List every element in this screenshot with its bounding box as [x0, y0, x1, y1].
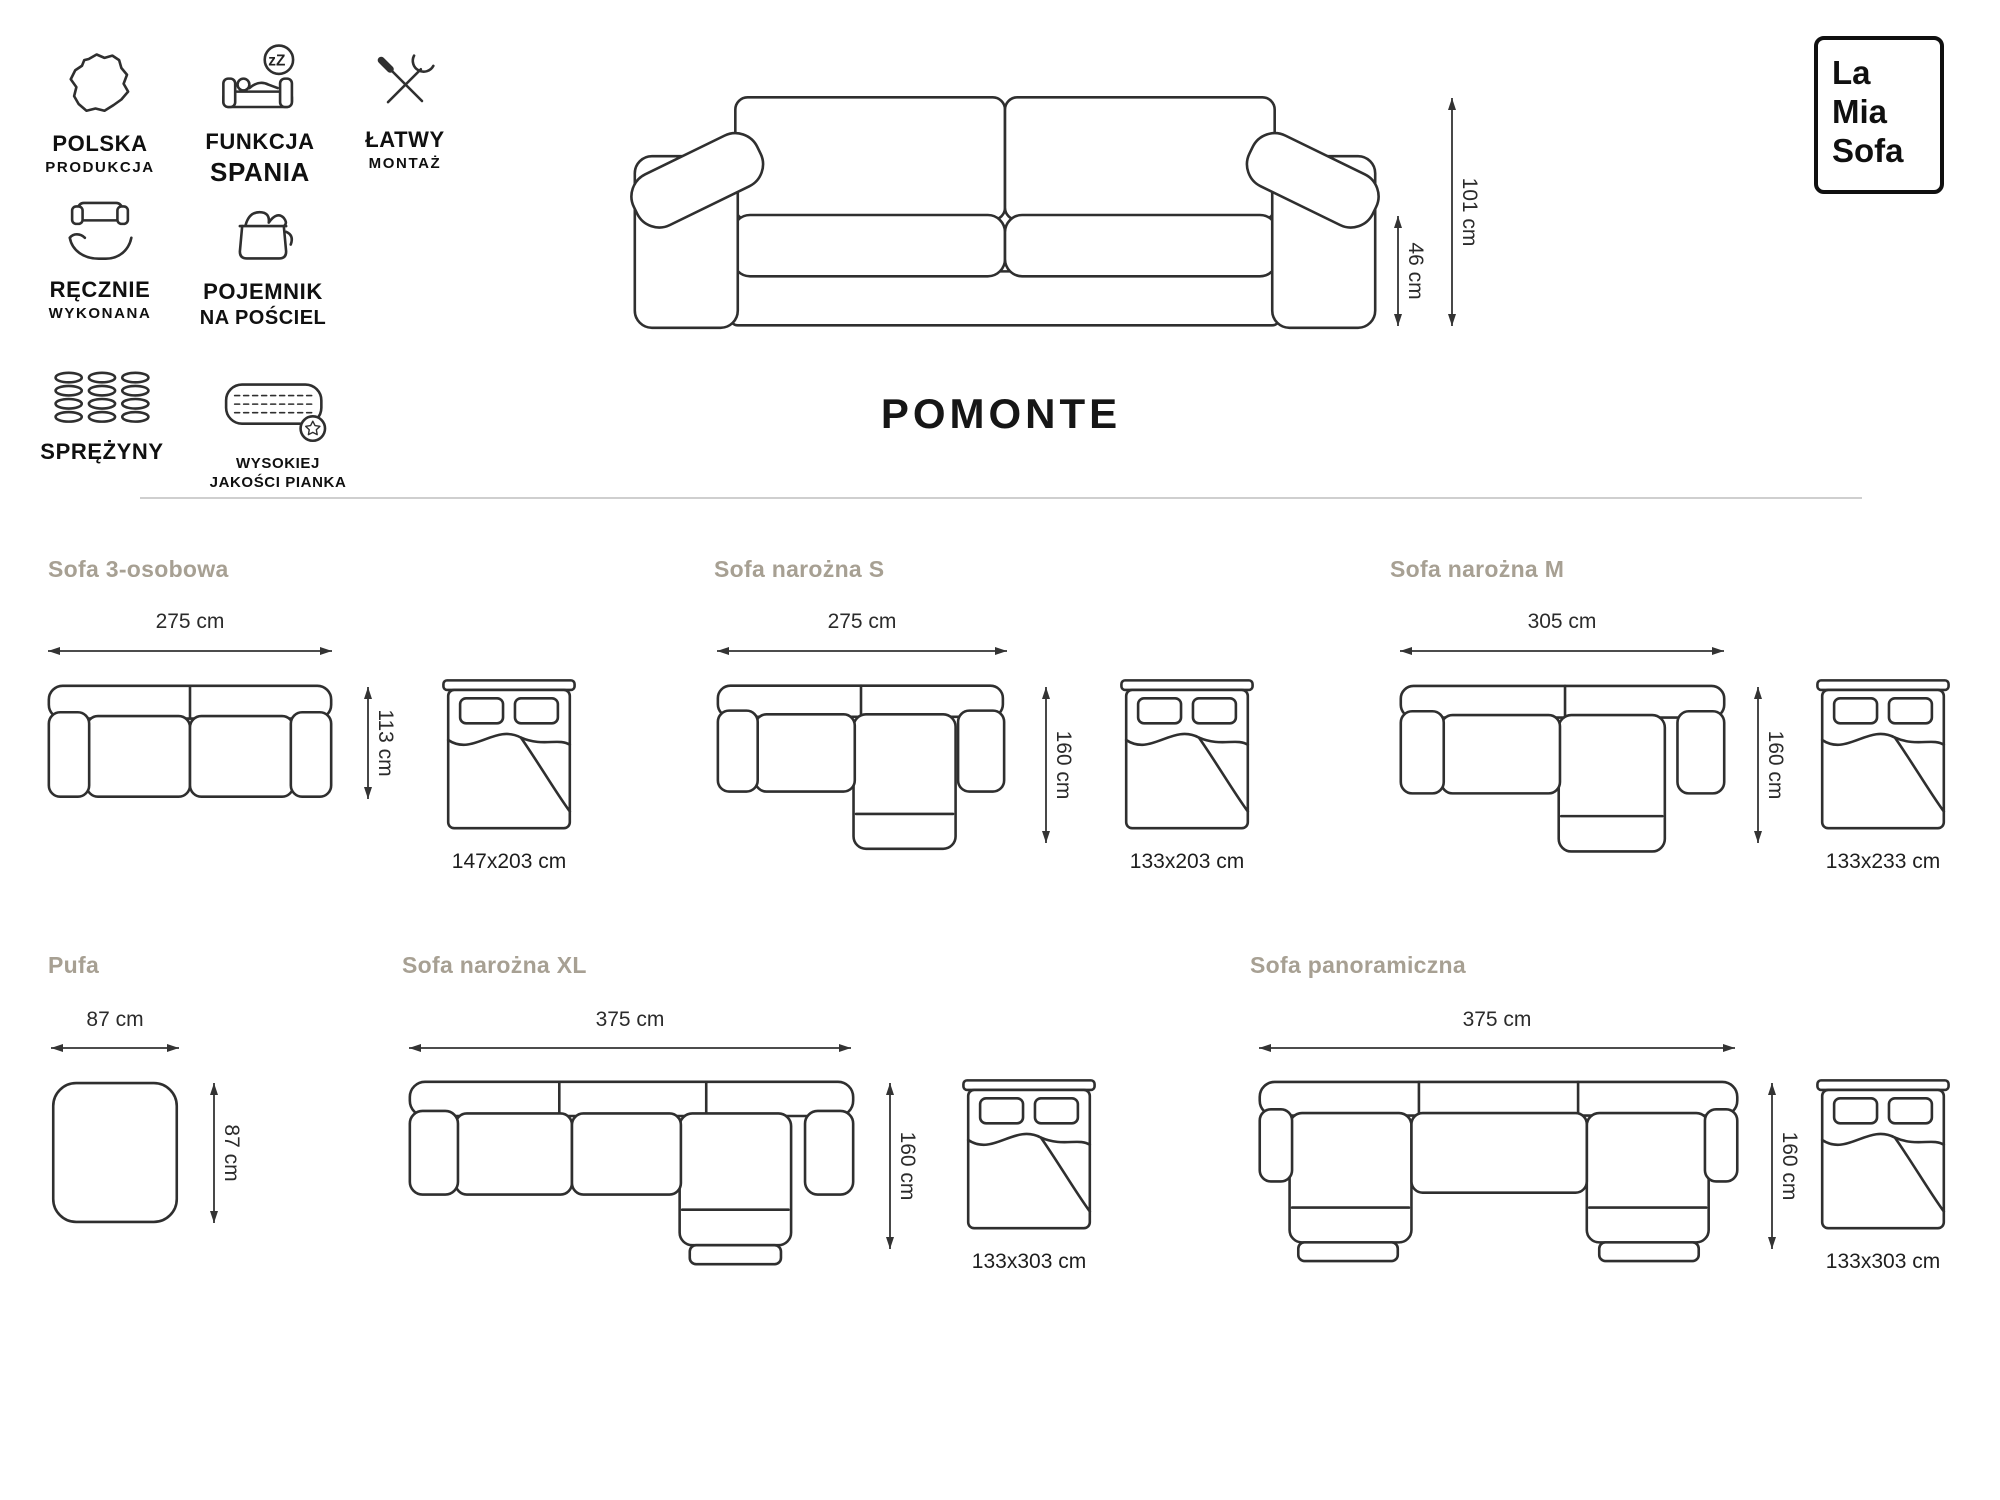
bed-icon: [1816, 678, 1950, 833]
depth-dimension-arrow: [1754, 687, 1762, 843]
width-dimension: 87 cm: [86, 1008, 144, 1031]
variant-title: Pufa: [48, 952, 100, 978]
width-dimension-arrow: [48, 647, 332, 655]
variant-title: Sofa narożna S: [714, 556, 885, 582]
depth-dimension: 160 cm: [1052, 730, 1075, 800]
bedding-storage-icon: [178, 196, 348, 270]
width-dimension-arrow: [409, 1044, 851, 1052]
feature-sublabel: PRODUKCJA: [45, 159, 155, 176]
feature-sublabel: NA POŚCIEL: [199, 307, 327, 329]
total-height-dimension: 101 cm: [1458, 177, 1481, 247]
product-title: POMONTE: [880, 390, 1122, 437]
feature-sublabel: WYKONANA: [48, 305, 152, 322]
depth-dimension-arrow: [1042, 687, 1050, 843]
bed-size-label: 147x203 cm: [451, 850, 567, 873]
feature-label: POLSKA: [52, 131, 148, 156]
depth-dimension-arrow: [364, 687, 372, 799]
sofa-panoramiczna-top-view: [1256, 1078, 1741, 1265]
feature-sublabel: MONTAŻ: [368, 155, 442, 172]
bed-icon: [1120, 678, 1254, 833]
pufa-top-view: [48, 1078, 182, 1227]
svg-text:zZ: zZ: [268, 53, 285, 70]
depth-dimension-arrow: [1768, 1083, 1776, 1249]
seat-height-dimension-arrow: [1394, 216, 1402, 326]
bed-size-label: 133x303 cm: [1825, 1250, 1941, 1273]
depth-dimension: 160 cm: [1778, 1131, 1801, 1201]
bed-icon: [962, 1078, 1096, 1233]
feature-pojemnik-na-posciel: POJEMNIK NA POŚCIEL: [178, 196, 348, 330]
brand-line-2: Mia: [1832, 92, 1888, 130]
sleep-function-icon: zZ: [178, 42, 342, 120]
variant-title: Sofa 3-osobowa: [48, 556, 229, 582]
foam-quality-icon: [180, 372, 376, 446]
sofa-narozna-m-top-view: [1397, 682, 1728, 858]
width-dimension: 375 cm: [595, 1008, 665, 1031]
bed-size-label: 133x233 cm: [1825, 850, 1941, 873]
brand-line-3: Sofa: [1832, 131, 1904, 169]
poland-map-icon: [18, 50, 182, 122]
section-divider: [140, 497, 1862, 499]
feature-sublabel: JAKOŚCI PIANKA: [209, 474, 347, 491]
sofa-narozna-xl-top-view: [406, 1078, 857, 1268]
feature-sprezyny: SPRĘŻYNY: [22, 368, 182, 467]
feature-recznie-wykonana: RĘCZNIE WYKONANA: [18, 196, 182, 322]
feature-funkcja-spania: zZ FUNKCJA SPANIA: [178, 42, 342, 188]
depth-dimension-arrow: [886, 1083, 894, 1249]
brand-line-1: La: [1832, 54, 1871, 91]
feature-sublabel: SPANIA: [210, 157, 310, 187]
sofa-front-view-drawing: [625, 85, 1385, 345]
handmade-icon: [18, 196, 182, 268]
variant-title: Sofa narożna XL: [402, 952, 587, 978]
bed-size-label: 133x203 cm: [1129, 850, 1245, 873]
width-dimension: 375 cm: [1462, 1008, 1532, 1031]
feature-label: SPRĘŻYNY: [40, 439, 164, 464]
depth-dimension: 113 cm: [374, 709, 397, 777]
easy-assembly-icon: [330, 50, 480, 118]
brand-logo: La Mia Sofa: [1814, 36, 1944, 194]
feature-label: RĘCZNIE: [49, 277, 151, 302]
width-dimension: 275 cm: [827, 610, 897, 633]
feature-wysokiej-jakosci-pianka: WYSOKIEJ JAKOŚCI PIANKA: [180, 372, 376, 491]
width-dimension: 305 cm: [1527, 610, 1597, 633]
total-height-dimension-arrow: [1448, 98, 1456, 326]
width-dimension-arrow: [51, 1044, 179, 1052]
width-dimension: 275 cm: [155, 610, 225, 633]
depth-dimension: 160 cm: [896, 1131, 919, 1201]
feature-label: ŁATWY: [365, 127, 445, 152]
width-dimension-arrow: [717, 647, 1007, 655]
feature-label: FUNKCJA: [205, 129, 315, 154]
depth-dimension-arrow: [210, 1083, 218, 1223]
sofa-3-osobowa-top-view: [45, 682, 335, 803]
feature-polska-produkcja: POLSKA PRODUKCJA: [18, 50, 182, 176]
variant-title: Sofa panoramiczna: [1250, 952, 1466, 978]
bed-icon: [442, 678, 576, 833]
depth-dimension: 87 cm: [220, 1124, 243, 1182]
width-dimension-arrow: [1259, 1044, 1735, 1052]
feature-label: WYSOKIEJ: [236, 455, 320, 472]
feature-label: POJEMNIK: [203, 279, 323, 304]
springs-icon: [22, 368, 182, 430]
seat-height-dimension: 46 cm: [1404, 242, 1427, 300]
bed-icon: [1816, 1078, 1950, 1233]
variant-title: Sofa narożna M: [1390, 556, 1565, 582]
sofa-narozna-s-top-view: [714, 682, 1008, 855]
bed-size-label: 133x303 cm: [971, 1250, 1087, 1273]
feature-latwy-montaz: ŁATWY MONTAŻ: [330, 50, 480, 172]
depth-dimension: 160 cm: [1764, 730, 1787, 800]
width-dimension-arrow: [1400, 647, 1724, 655]
